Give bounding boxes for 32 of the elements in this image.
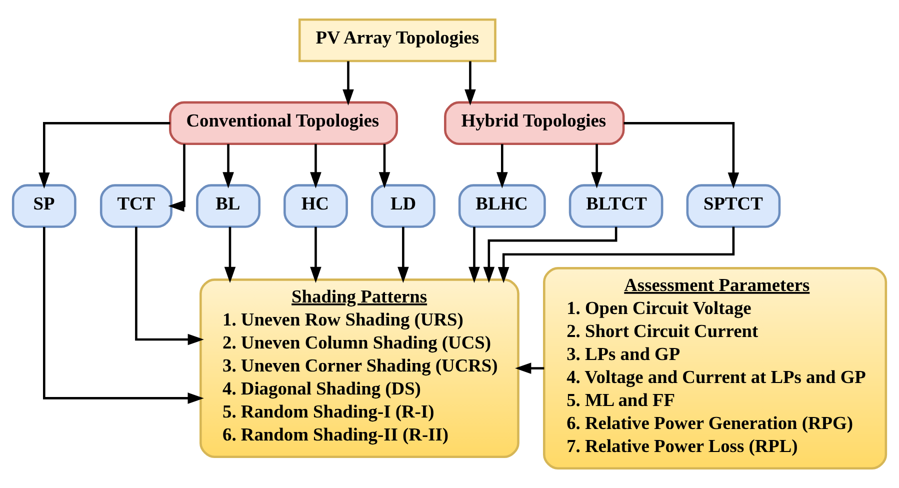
arrow bbox=[398, 226, 409, 283]
arrow bbox=[222, 144, 234, 188]
arrow bbox=[342, 61, 354, 106]
arrow bbox=[224, 226, 236, 283]
node-box: SP bbox=[12, 184, 76, 228]
node-box: Conventional Topologies bbox=[169, 101, 398, 146]
node-box: PV Array Topologies bbox=[298, 18, 496, 62]
arrow bbox=[483, 226, 618, 284]
node-box: Assessment Parameters 1. Open Circuit Voltage 2. Short Circuit Current 3. LPs and GP 4. Voltage and Current at LPs and GP 5. ML and FF 6. Relative Power Generation (RPG) 7. Relative Power Loss (RPL) bbox=[543, 267, 888, 470]
node-box: BLTCT bbox=[568, 184, 664, 228]
arrow bbox=[310, 144, 322, 188]
arrow bbox=[168, 144, 186, 212]
arrow bbox=[135, 226, 204, 346]
node-box: BLHC bbox=[458, 184, 546, 228]
arrow bbox=[378, 144, 390, 188]
node-box: BL bbox=[196, 184, 260, 228]
arrow bbox=[496, 144, 508, 188]
arrow bbox=[515, 362, 544, 374]
node-box: Shading Patterns 1. Uneven Row Shading (URS) 2. Uneven Column Shading (UCS) 3. Uneven Corner Shading (UCRS) 4. Diagonal Shading (DS) 5. Random Shading-I (R-I) 6. Random Shading-II (R-II) bbox=[200, 278, 520, 458]
arrow bbox=[591, 144, 602, 188]
arrow bbox=[38, 122, 170, 189]
arrow bbox=[310, 226, 322, 283]
node-box: HC bbox=[284, 184, 348, 228]
arrow bbox=[624, 122, 740, 189]
arrow bbox=[498, 226, 735, 284]
node-box: Hybrid Topologies bbox=[444, 101, 625, 146]
arrow bbox=[464, 61, 476, 106]
node-box: TCT bbox=[100, 184, 172, 228]
node-box: SPTCT bbox=[686, 184, 781, 228]
arrow bbox=[43, 226, 204, 404]
node-box: LD bbox=[370, 184, 436, 228]
arrow bbox=[468, 226, 480, 283]
